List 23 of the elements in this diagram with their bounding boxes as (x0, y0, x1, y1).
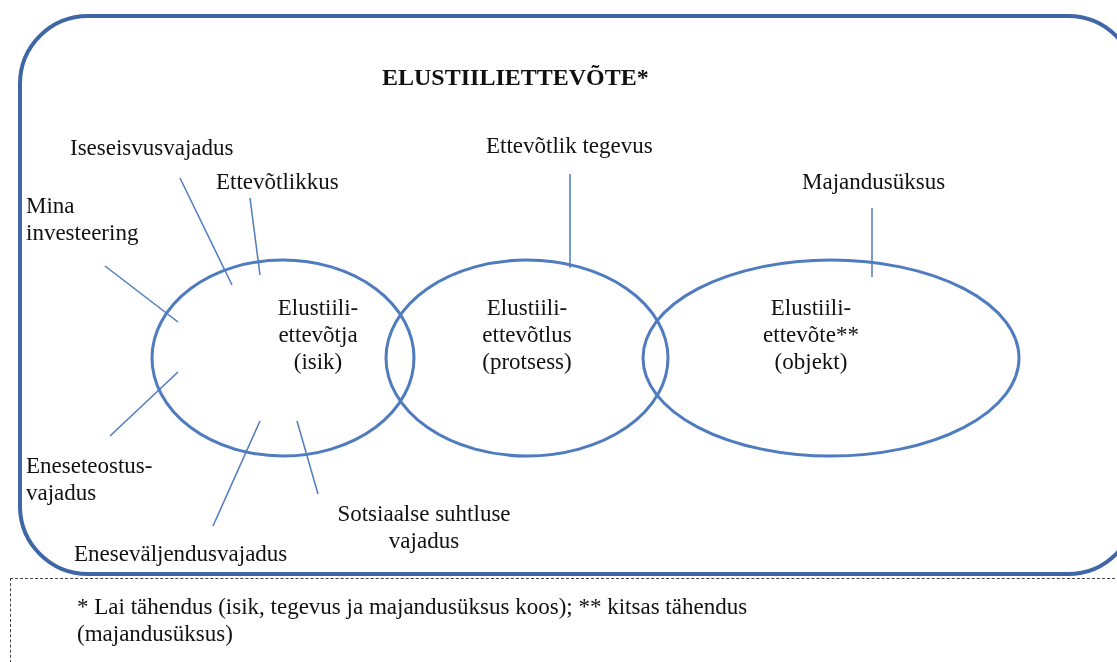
ellipse-label: Elustiili- ettevõte** (objekt) (762, 294, 860, 375)
leader-line (104, 265, 179, 323)
footnote-box (10, 578, 1117, 662)
leader-label: Sotsiaalse suhtluse vajadus (304, 500, 544, 554)
leader-line (249, 197, 261, 276)
leader-label: Eneseteostus- vajadus (26, 452, 201, 506)
leader-line (109, 371, 179, 437)
leader-label: Eneseväljendusvajadus (74, 540, 288, 567)
frame-title: ELUSTIILIETTEVÕTE* (382, 64, 649, 91)
leader-label: Ettevõtlikkus (216, 168, 339, 195)
leader-label: Iseseisvusvajadus (70, 134, 234, 161)
leader-line (296, 420, 319, 495)
leader-line (569, 173, 571, 269)
ellipse-label: Elustiili- ettevõtja (isik) (276, 294, 360, 375)
footnote-text: * Lai tähendus (isik, tegevus ja majandusüksus koos); ** kitsas tähendus (majandusüksus) (77, 593, 749, 647)
rounded-frame (18, 14, 1117, 576)
ellipse-label: Elustiili- ettevõtlus (protsess) (481, 294, 573, 375)
leader-line (871, 207, 873, 278)
leader-label: Mina investeering (26, 192, 186, 246)
leader-line (179, 177, 233, 286)
leader-label: Ettevõtlik tegevus (486, 132, 653, 159)
leader-label: Majandusüksus (802, 168, 946, 195)
leader-line (212, 420, 261, 527)
